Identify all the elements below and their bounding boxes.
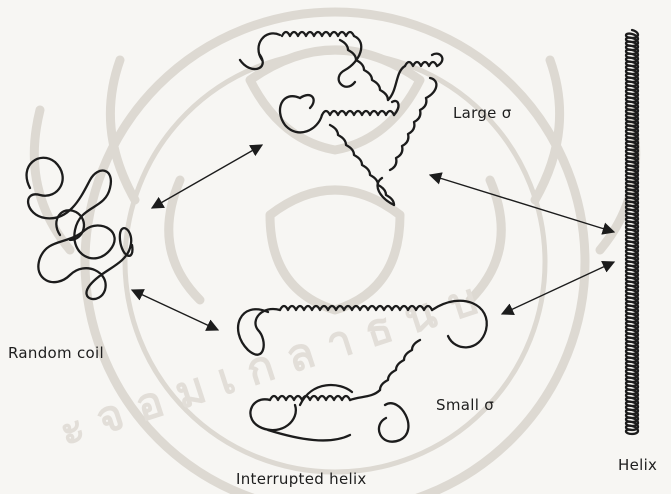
random-coil-label: Random coil xyxy=(8,344,104,362)
helix-label: Helix xyxy=(618,456,657,474)
arrow-random-interrupted xyxy=(132,290,218,330)
random-coil-shape xyxy=(27,158,133,299)
interrupted-helix-label: Interrupted helix xyxy=(236,470,367,488)
arrow-interrupted-helix xyxy=(502,262,614,314)
helix-shape xyxy=(626,30,638,434)
arrow-large-helix xyxy=(430,175,614,232)
large-sigma-label: Large σ xyxy=(453,104,512,122)
small-sigma-label: Small σ xyxy=(436,396,494,414)
arrow-random-large xyxy=(152,145,262,208)
random-coil-loop xyxy=(56,210,84,240)
